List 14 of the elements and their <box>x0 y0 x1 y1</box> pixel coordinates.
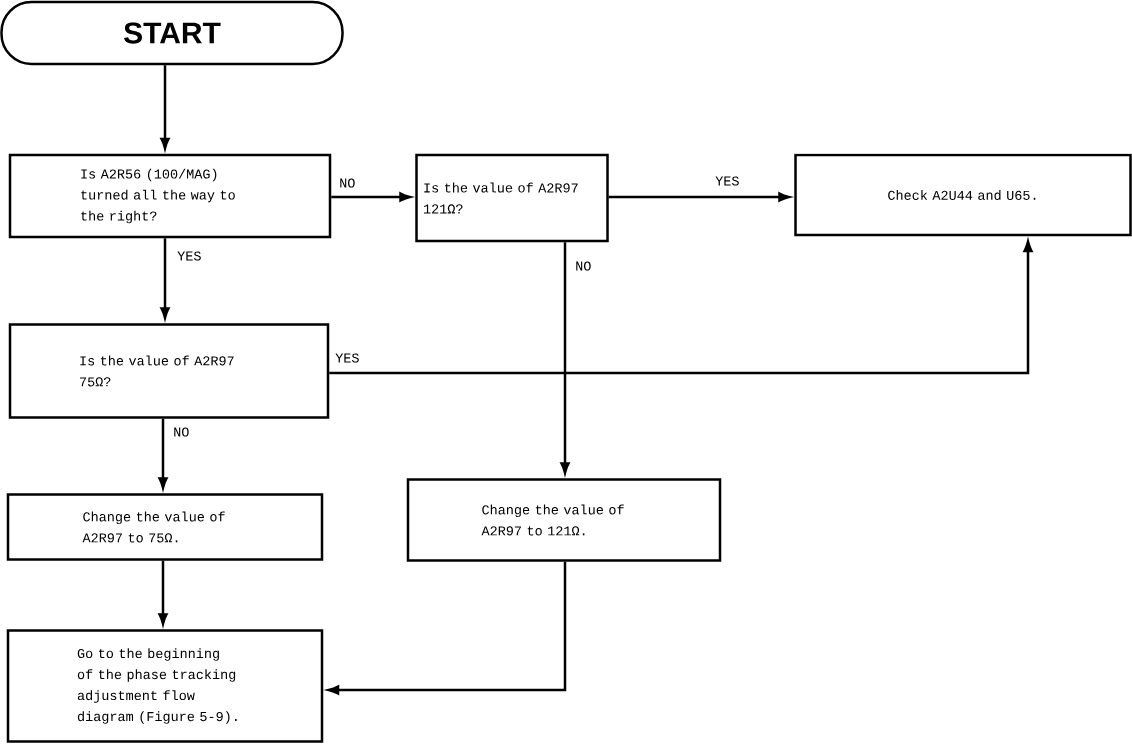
edge-label: YES <box>176 250 203 262</box>
edge-label: YES <box>714 175 741 187</box>
process-box: Go to the beginning of the phase tracking adjustment flow diagram (Figure 5-9). <box>6 629 324 743</box>
process-box: Check A2U44 and U65. <box>794 153 1132 237</box>
process-box: Is A2R56 (100/MAG) turned all the way to the right? <box>8 153 332 239</box>
process-box: Change the value of A2R97 to 75Ω. <box>6 493 324 561</box>
edge-label: NO <box>338 177 357 189</box>
process-box: Change the value of A2R97 to 121Ω. <box>406 478 722 562</box>
process-box: Is the value of A2R97 121Ω? <box>415 153 609 243</box>
edge-label: YES <box>334 352 361 364</box>
edge-label: NO <box>172 426 191 438</box>
process-box: Is the value of A2R97 75Ω? <box>8 323 330 419</box>
edge-label: NO <box>574 260 593 272</box>
start-terminal: START <box>0 0 344 66</box>
